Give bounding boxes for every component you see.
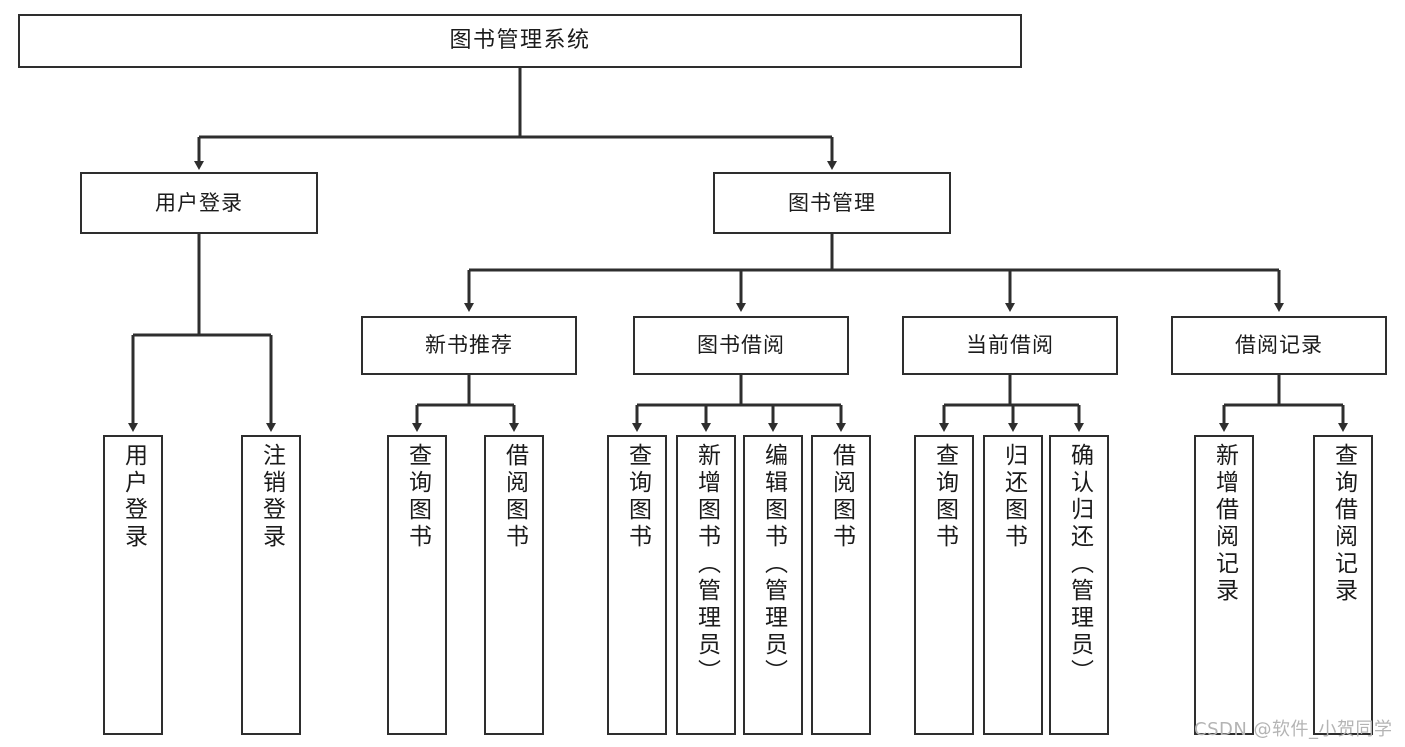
leaf-return-book[interactable]: 归还图书 bbox=[983, 435, 1043, 735]
leaf-borrow-book-1[interactable]: 借阅图书 bbox=[484, 435, 544, 735]
node-book-borrow[interactable]: 图书借阅 bbox=[633, 316, 849, 375]
node-borrow-record[interactable]: 借阅记录 bbox=[1171, 316, 1387, 375]
leaf-query-record[interactable]: 查询借阅记录 bbox=[1313, 435, 1373, 735]
leaf-query-book-1-label: 查询图书 bbox=[404, 443, 431, 551]
leaf-query-record-label: 查询借阅记录 bbox=[1330, 443, 1357, 605]
leaf-user-login[interactable]: 用户登录 bbox=[103, 435, 163, 735]
leaf-logout-label: 注销登录 bbox=[258, 443, 285, 551]
node-book-manage[interactable]: 图书管理 bbox=[713, 172, 951, 234]
leaf-add-record[interactable]: 新增借阅记录 bbox=[1194, 435, 1254, 735]
node-book-borrow-label: 图书借阅 bbox=[697, 333, 785, 358]
leaf-borrow-book-1-label: 借阅图书 bbox=[501, 443, 528, 551]
leaf-query-book-1[interactable]: 查询图书 bbox=[387, 435, 447, 735]
leaf-edit-book[interactable]: 编辑图书（管理员） bbox=[743, 435, 803, 735]
leaf-confirm-return-label: 确认归还（管理员） bbox=[1066, 443, 1093, 686]
node-borrow-record-label: 借阅记录 bbox=[1235, 333, 1323, 358]
leaf-add-book[interactable]: 新增图书（管理员） bbox=[676, 435, 736, 735]
node-current-borrow-label: 当前借阅 bbox=[966, 333, 1054, 358]
node-user-login[interactable]: 用户登录 bbox=[80, 172, 318, 234]
leaf-borrow-book-2-label: 借阅图书 bbox=[828, 443, 855, 551]
node-current-borrow[interactable]: 当前借阅 bbox=[902, 316, 1118, 375]
leaf-borrow-book-2[interactable]: 借阅图书 bbox=[811, 435, 871, 735]
leaf-return-book-label: 归还图书 bbox=[1000, 443, 1027, 551]
leaf-query-book-3-label: 查询图书 bbox=[931, 443, 958, 551]
leaf-add-book-label: 新增图书（管理员） bbox=[693, 443, 720, 686]
node-new-book-recommendation[interactable]: 新书推荐 bbox=[361, 316, 577, 375]
leaf-query-book-2[interactable]: 查询图书 bbox=[607, 435, 667, 735]
leaf-add-record-label: 新增借阅记录 bbox=[1211, 443, 1238, 605]
node-book-manage-label: 图书管理 bbox=[788, 190, 876, 215]
node-new-book-recommendation-label: 新书推荐 bbox=[425, 333, 513, 358]
leaf-logout[interactable]: 注销登录 bbox=[241, 435, 301, 735]
watermark: CSDN @软件_小贺同学 bbox=[1194, 719, 1393, 740]
node-user-login-label: 用户登录 bbox=[155, 190, 243, 215]
node-root-label: 图书管理系统 bbox=[449, 28, 591, 54]
node-root[interactable]: 图书管理系统 bbox=[18, 14, 1022, 68]
leaf-query-book-2-label: 查询图书 bbox=[624, 443, 651, 551]
leaf-edit-book-label: 编辑图书（管理员） bbox=[760, 443, 787, 686]
leaf-user-login-label: 用户登录 bbox=[120, 443, 147, 551]
leaf-confirm-return[interactable]: 确认归还（管理员） bbox=[1049, 435, 1109, 735]
leaf-query-book-3[interactable]: 查询图书 bbox=[914, 435, 974, 735]
